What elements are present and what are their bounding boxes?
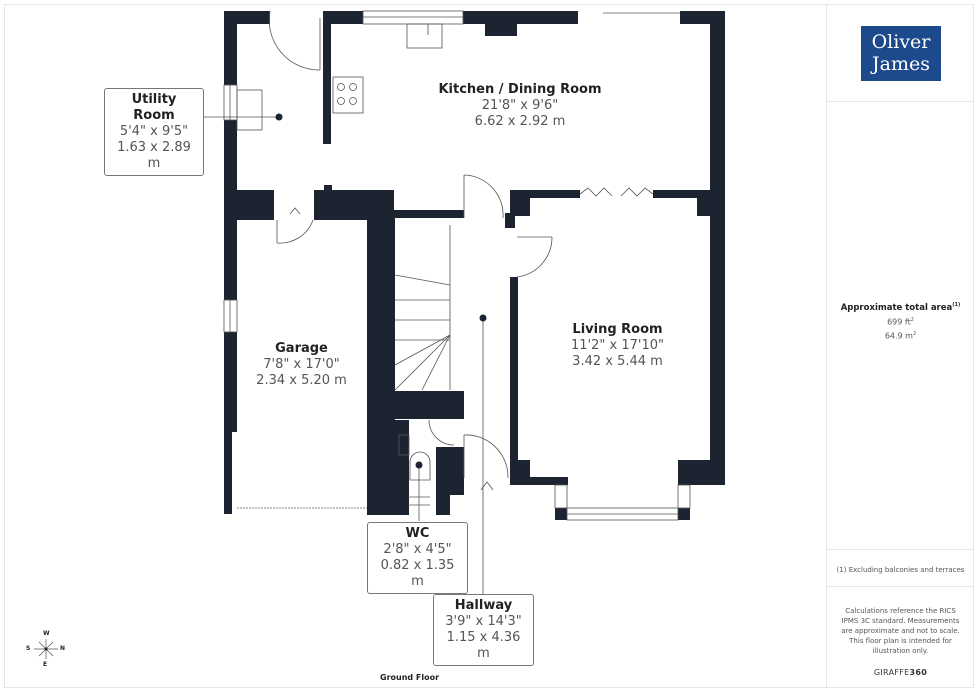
sidebar: Oliver James Approximate total area(1) 6… xyxy=(826,4,974,688)
room-label-garage: Garage 7'8" x 17'0" 2.34 x 5.20 m xyxy=(244,341,359,389)
room-name: Hallway xyxy=(454,598,513,613)
room-imperial: 3'9" x 14'3" xyxy=(445,614,522,629)
room-imperial: 5'4" x 9'5" xyxy=(119,124,189,139)
area-title-text: Approximate total area xyxy=(840,302,953,313)
area-m-value: 64.9 m xyxy=(884,331,913,341)
page-frame xyxy=(4,4,974,688)
logo-line-2: James xyxy=(872,53,930,75)
compass-south: S xyxy=(26,645,31,652)
room-metric: 0.82 x 1.35 m xyxy=(380,558,455,589)
room-label-hallway: Hallway 3'9" x 14'3" 1.15 x 4.36 m xyxy=(433,594,534,666)
area-title: Approximate total area(1) xyxy=(827,302,974,313)
compass: W S N E xyxy=(24,627,68,671)
floor-name: Ground Floor xyxy=(380,673,440,682)
area-ft-sup: 2 xyxy=(910,317,914,323)
room-name: Garage xyxy=(275,341,328,356)
room-label-kitchen: Kitchen / Dining Room 21'8" x 9'6" 6.62 … xyxy=(420,82,620,130)
room-metric: 2.34 x 5.20 m xyxy=(256,373,347,388)
brand-a: GIRAFFE xyxy=(873,668,910,677)
walls xyxy=(224,11,725,520)
room-metric: 6.62 x 2.92 m xyxy=(474,114,566,129)
oliver-james-logo: Oliver James xyxy=(861,26,941,81)
room-name: WC xyxy=(405,526,430,541)
compass-rose-icon xyxy=(34,639,58,659)
footnote: (1) Excluding balconies and terraces xyxy=(836,566,965,574)
room-name: Living Room xyxy=(572,322,663,337)
compass-east: E xyxy=(43,661,48,668)
fixtures xyxy=(204,10,691,595)
room-label-living: Living Room 11'2" x 17'10" 3.42 x 5.44 m xyxy=(555,322,680,370)
disclaimer: Calculations reference the RICS IPMS 3C … xyxy=(841,607,960,655)
leader-dots xyxy=(275,113,487,469)
giraffe360-brand: GIRAFFE360 xyxy=(827,668,974,677)
room-label-wc: WC 2'8" x 4'5" 0.82 x 1.35 m xyxy=(367,522,468,594)
room-metric: 1.15 x 4.36 m xyxy=(446,630,521,661)
area-note-ref: (1) xyxy=(952,302,961,308)
brand-b: 360 xyxy=(909,668,928,677)
logo-line-1: Oliver xyxy=(871,31,931,53)
floor-plan xyxy=(204,10,725,595)
room-imperial: 11'2" x 17'10" xyxy=(571,338,664,353)
compass-north: N xyxy=(60,645,66,652)
divider xyxy=(827,586,974,587)
area-ft-value: 699 ft xyxy=(887,317,911,327)
room-metric: 3.42 x 5.44 m xyxy=(572,354,663,369)
room-name: Utility Room xyxy=(131,92,177,123)
room-imperial: 7'8" x 17'0" xyxy=(263,357,340,372)
area-m: 64.9 m2 xyxy=(827,331,974,341)
divider xyxy=(827,101,974,102)
room-label-utility: Utility Room 5'4" x 9'5" 1.63 x 2.89 m xyxy=(104,88,204,176)
room-imperial: 2'8" x 4'5" xyxy=(383,542,452,557)
area-m-sup: 2 xyxy=(912,331,917,337)
room-name: Kitchen / Dining Room xyxy=(438,82,602,97)
compass-west: W xyxy=(43,630,50,637)
room-imperial: 21'8" x 9'6" xyxy=(481,98,559,113)
area-ft: 699 ft2 xyxy=(827,317,974,327)
room-metric: 1.63 x 2.89 m xyxy=(117,140,191,171)
divider xyxy=(827,549,974,550)
